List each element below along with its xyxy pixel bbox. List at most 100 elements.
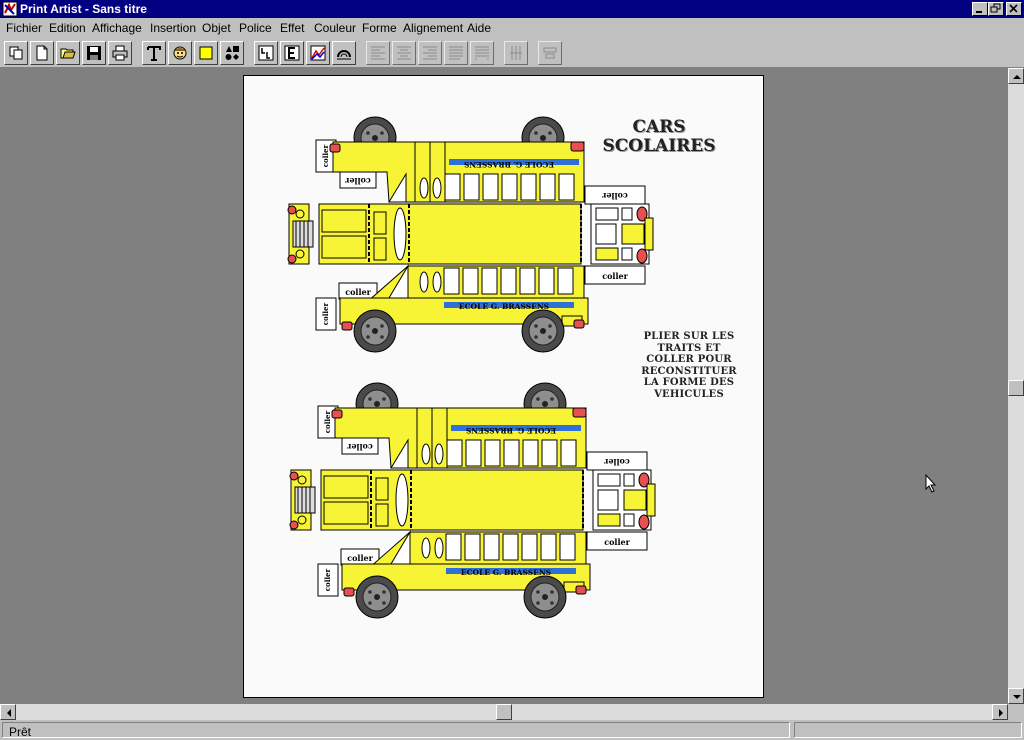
minimize-icon	[976, 11, 982, 13]
minimize-button[interactable]	[972, 2, 988, 16]
yellow-rectangle-icon	[199, 46, 213, 60]
font-e-icon	[284, 45, 300, 61]
scroll-left-button[interactable]	[0, 704, 16, 720]
app-icon[interactable]	[2, 1, 18, 17]
page-title: CARS SCOLAIRES	[602, 118, 716, 156]
arrow-right-icon	[999, 709, 1003, 717]
mouse-cursor-icon	[925, 474, 937, 493]
toolbar	[0, 38, 1024, 68]
menu-aide[interactable]: Aide	[467, 21, 492, 35]
text-tool-icon	[147, 46, 161, 61]
vertical-text-button[interactable]	[254, 41, 278, 65]
vertical-align-icon	[510, 46, 522, 60]
new-document-icon	[36, 45, 48, 61]
arc-text-icon	[337, 50, 351, 60]
align-center-button[interactable]	[392, 41, 416, 65]
glue-label: coller	[344, 176, 370, 186]
status-bar: Prêt	[0, 720, 1024, 740]
menu-affichage[interactable]: Affichage	[92, 21, 142, 35]
close-icon	[1009, 4, 1018, 13]
align-right-icon	[423, 46, 437, 60]
restore-button[interactable]	[988, 2, 1004, 16]
bus-side-text: ECOLE G. BRASSENS	[464, 160, 554, 169]
menu-police[interactable]: Police	[239, 21, 272, 35]
glue-label: coller	[604, 537, 630, 547]
arrow-left-icon	[7, 709, 11, 717]
menu-couleur[interactable]: Couleur	[314, 21, 357, 35]
text-tool-button[interactable]	[142, 41, 166, 65]
arc-text-button[interactable]	[332, 41, 356, 65]
scroll-up-button[interactable]	[1008, 68, 1024, 84]
clipart-face-icon	[173, 46, 187, 60]
clipart-button[interactable]	[168, 41, 192, 65]
new-document-button[interactable]	[30, 41, 54, 65]
horizontal-align-button[interactable]	[538, 41, 562, 65]
scroll-right-button[interactable]	[992, 704, 1008, 720]
rectangle-tool-button[interactable]	[194, 41, 218, 65]
menu-objet[interactable]: Objet	[202, 21, 231, 35]
justify-icon	[449, 46, 463, 60]
arrow-up-icon	[1013, 75, 1021, 79]
menu-alignement[interactable]: Alignement	[403, 21, 464, 35]
status-panel-main: Prêt	[2, 722, 790, 739]
glue-label: coller	[321, 303, 330, 326]
glue-label: coller	[345, 287, 371, 297]
full-justify-button[interactable]	[470, 41, 494, 65]
status-text: Prêt	[9, 725, 32, 739]
document-page[interactable]: CARS SCOLAIRES PLIER SUR LES TRAITS ET C…	[243, 75, 764, 698]
print-icon	[112, 45, 128, 61]
align-center-icon	[397, 46, 411, 60]
glue-label: coller	[603, 457, 629, 467]
open-folder-icon	[60, 48, 76, 59]
glue-label: coller	[347, 553, 373, 563]
close-button[interactable]	[1006, 2, 1022, 16]
chart-button[interactable]	[306, 41, 330, 65]
open-button[interactable]	[56, 41, 80, 65]
restore-icon	[990, 3, 1001, 13]
status-panel-secondary	[794, 722, 1022, 738]
glue-label: coller	[601, 191, 627, 201]
menu-edition[interactable]: Edition	[49, 21, 86, 35]
full-justify-icon	[475, 46, 489, 60]
instructions-text: PLIER SUR LES TRAITS ET COLLER POUR RECO…	[641, 331, 737, 400]
horizontal-scrollbar[interactable]	[0, 704, 1024, 720]
menu-insertion[interactable]: Insertion	[150, 21, 197, 35]
menu-effet[interactable]: Effet	[280, 21, 305, 35]
align-left-button[interactable]	[366, 41, 390, 65]
vertical-text-icon	[258, 45, 274, 61]
vertical-scroll-thumb[interactable]	[1008, 380, 1024, 396]
menu-fichier[interactable]: Fichier	[6, 21, 43, 35]
arrow-down-icon	[1013, 695, 1021, 699]
menu-forme[interactable]: Forme	[362, 21, 397, 35]
glue-label: coller	[321, 145, 330, 168]
chart-icon	[310, 45, 326, 61]
horizontal-align-icon	[543, 47, 557, 59]
scrollbar-corner	[1008, 704, 1024, 720]
justify-button[interactable]	[444, 41, 468, 65]
window-title: Print Artist - Sans titre	[20, 2, 147, 16]
title-bar: Print Artist - Sans titre	[0, 0, 1024, 18]
shapes-button[interactable]	[220, 41, 244, 65]
bus-side-text: ECOLE G. BRASSENS	[466, 426, 556, 435]
save-button[interactable]	[82, 41, 106, 65]
bus-side-text: ECOLE G. BRASSENS	[461, 568, 551, 577]
bus-template-artwork: CARS SCOLAIRES PLIER SUR LES TRAITS ET C…	[287, 116, 737, 619]
copy-icon	[9, 46, 23, 60]
glue-label: coller	[602, 271, 628, 281]
print-button[interactable]	[108, 41, 132, 65]
align-left-icon	[371, 46, 385, 60]
save-icon	[87, 46, 101, 60]
glue-label: coller	[323, 411, 332, 434]
vertical-scrollbar[interactable]	[1008, 68, 1024, 704]
scroll-down-button[interactable]	[1008, 688, 1024, 704]
glue-label: coller	[323, 569, 332, 592]
glue-label: coller	[346, 442, 372, 452]
vertical-align-button[interactable]	[504, 41, 528, 65]
shapes-icon	[225, 46, 239, 60]
menu-bar: Fichier Edition Affichage Insertion Obje…	[0, 18, 1024, 38]
copy-button[interactable]	[4, 41, 28, 65]
font-effect-button[interactable]	[280, 41, 304, 65]
align-right-button[interactable]	[418, 41, 442, 65]
bus-side-text: ECOLE G. BRASSENS	[459, 302, 549, 311]
horizontal-scroll-thumb[interactable]	[496, 704, 512, 720]
